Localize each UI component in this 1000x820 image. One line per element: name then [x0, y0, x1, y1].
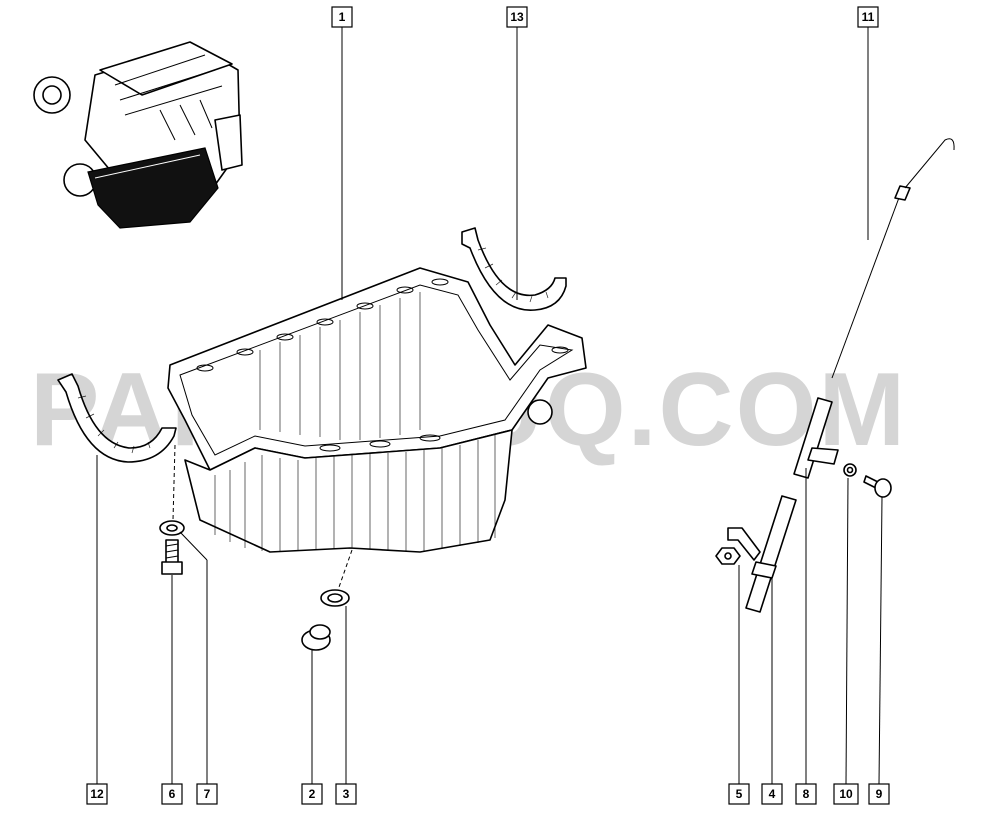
callout-7-label[interactable]: 7: [204, 787, 211, 801]
callout-13[interactable]: 13: [506, 6, 528, 28]
drain-plug-seal[interactable]: [320, 589, 350, 607]
callout-3-label[interactable]: 3: [343, 787, 350, 801]
callout-9-label[interactable]: 9: [876, 787, 883, 801]
pan-gasket-front[interactable]: [57, 373, 177, 463]
callout-12-label[interactable]: 12: [90, 787, 104, 801]
pan-washer[interactable]: [159, 520, 185, 536]
callout-6[interactable]: 6: [161, 783, 183, 805]
pan-bolt[interactable]: [161, 539, 183, 575]
leader-lines: [96, 27, 883, 785]
callout-7[interactable]: 7: [196, 783, 218, 805]
tube-bracket-bolt[interactable]: [863, 475, 892, 498]
engine-thumbnail: [33, 41, 243, 229]
callout-1-label[interactable]: 1: [339, 10, 346, 24]
callout-5-label[interactable]: 5: [736, 787, 743, 801]
pan-gasket-rear[interactable]: [461, 227, 567, 311]
oil-pan[interactable]: [167, 267, 587, 553]
callout-10-label[interactable]: 10: [839, 787, 853, 801]
dipstick-tube-upper[interactable]: [793, 397, 839, 479]
tube-bracket-washer[interactable]: [843, 463, 857, 477]
callout-8[interactable]: 8: [795, 783, 817, 805]
callout-4-label[interactable]: 4: [769, 787, 776, 801]
callout-1[interactable]: 1: [331, 6, 353, 28]
callout-3[interactable]: 3: [335, 783, 357, 805]
drain-plug[interactable]: [301, 624, 331, 651]
callout-11-label[interactable]: 11: [862, 10, 875, 24]
callout-6-label[interactable]: 6: [169, 787, 176, 801]
callout-11[interactable]: 11: [857, 6, 879, 28]
callout-10[interactable]: 10: [833, 783, 859, 805]
callout-5[interactable]: 5: [728, 783, 750, 805]
dipstick-tube-lower[interactable]: [727, 495, 797, 613]
callout-9[interactable]: 9: [868, 783, 890, 805]
callout-13-label[interactable]: 13: [510, 10, 524, 24]
callout-8-label[interactable]: 8: [803, 787, 810, 801]
callout-12[interactable]: 12: [86, 783, 108, 805]
callout-2-label[interactable]: 2: [309, 787, 316, 801]
callout-4[interactable]: 4: [761, 783, 783, 805]
dipstick[interactable]: [831, 138, 955, 379]
tube-nut[interactable]: [715, 547, 741, 565]
callout-2[interactable]: 2: [301, 783, 323, 805]
